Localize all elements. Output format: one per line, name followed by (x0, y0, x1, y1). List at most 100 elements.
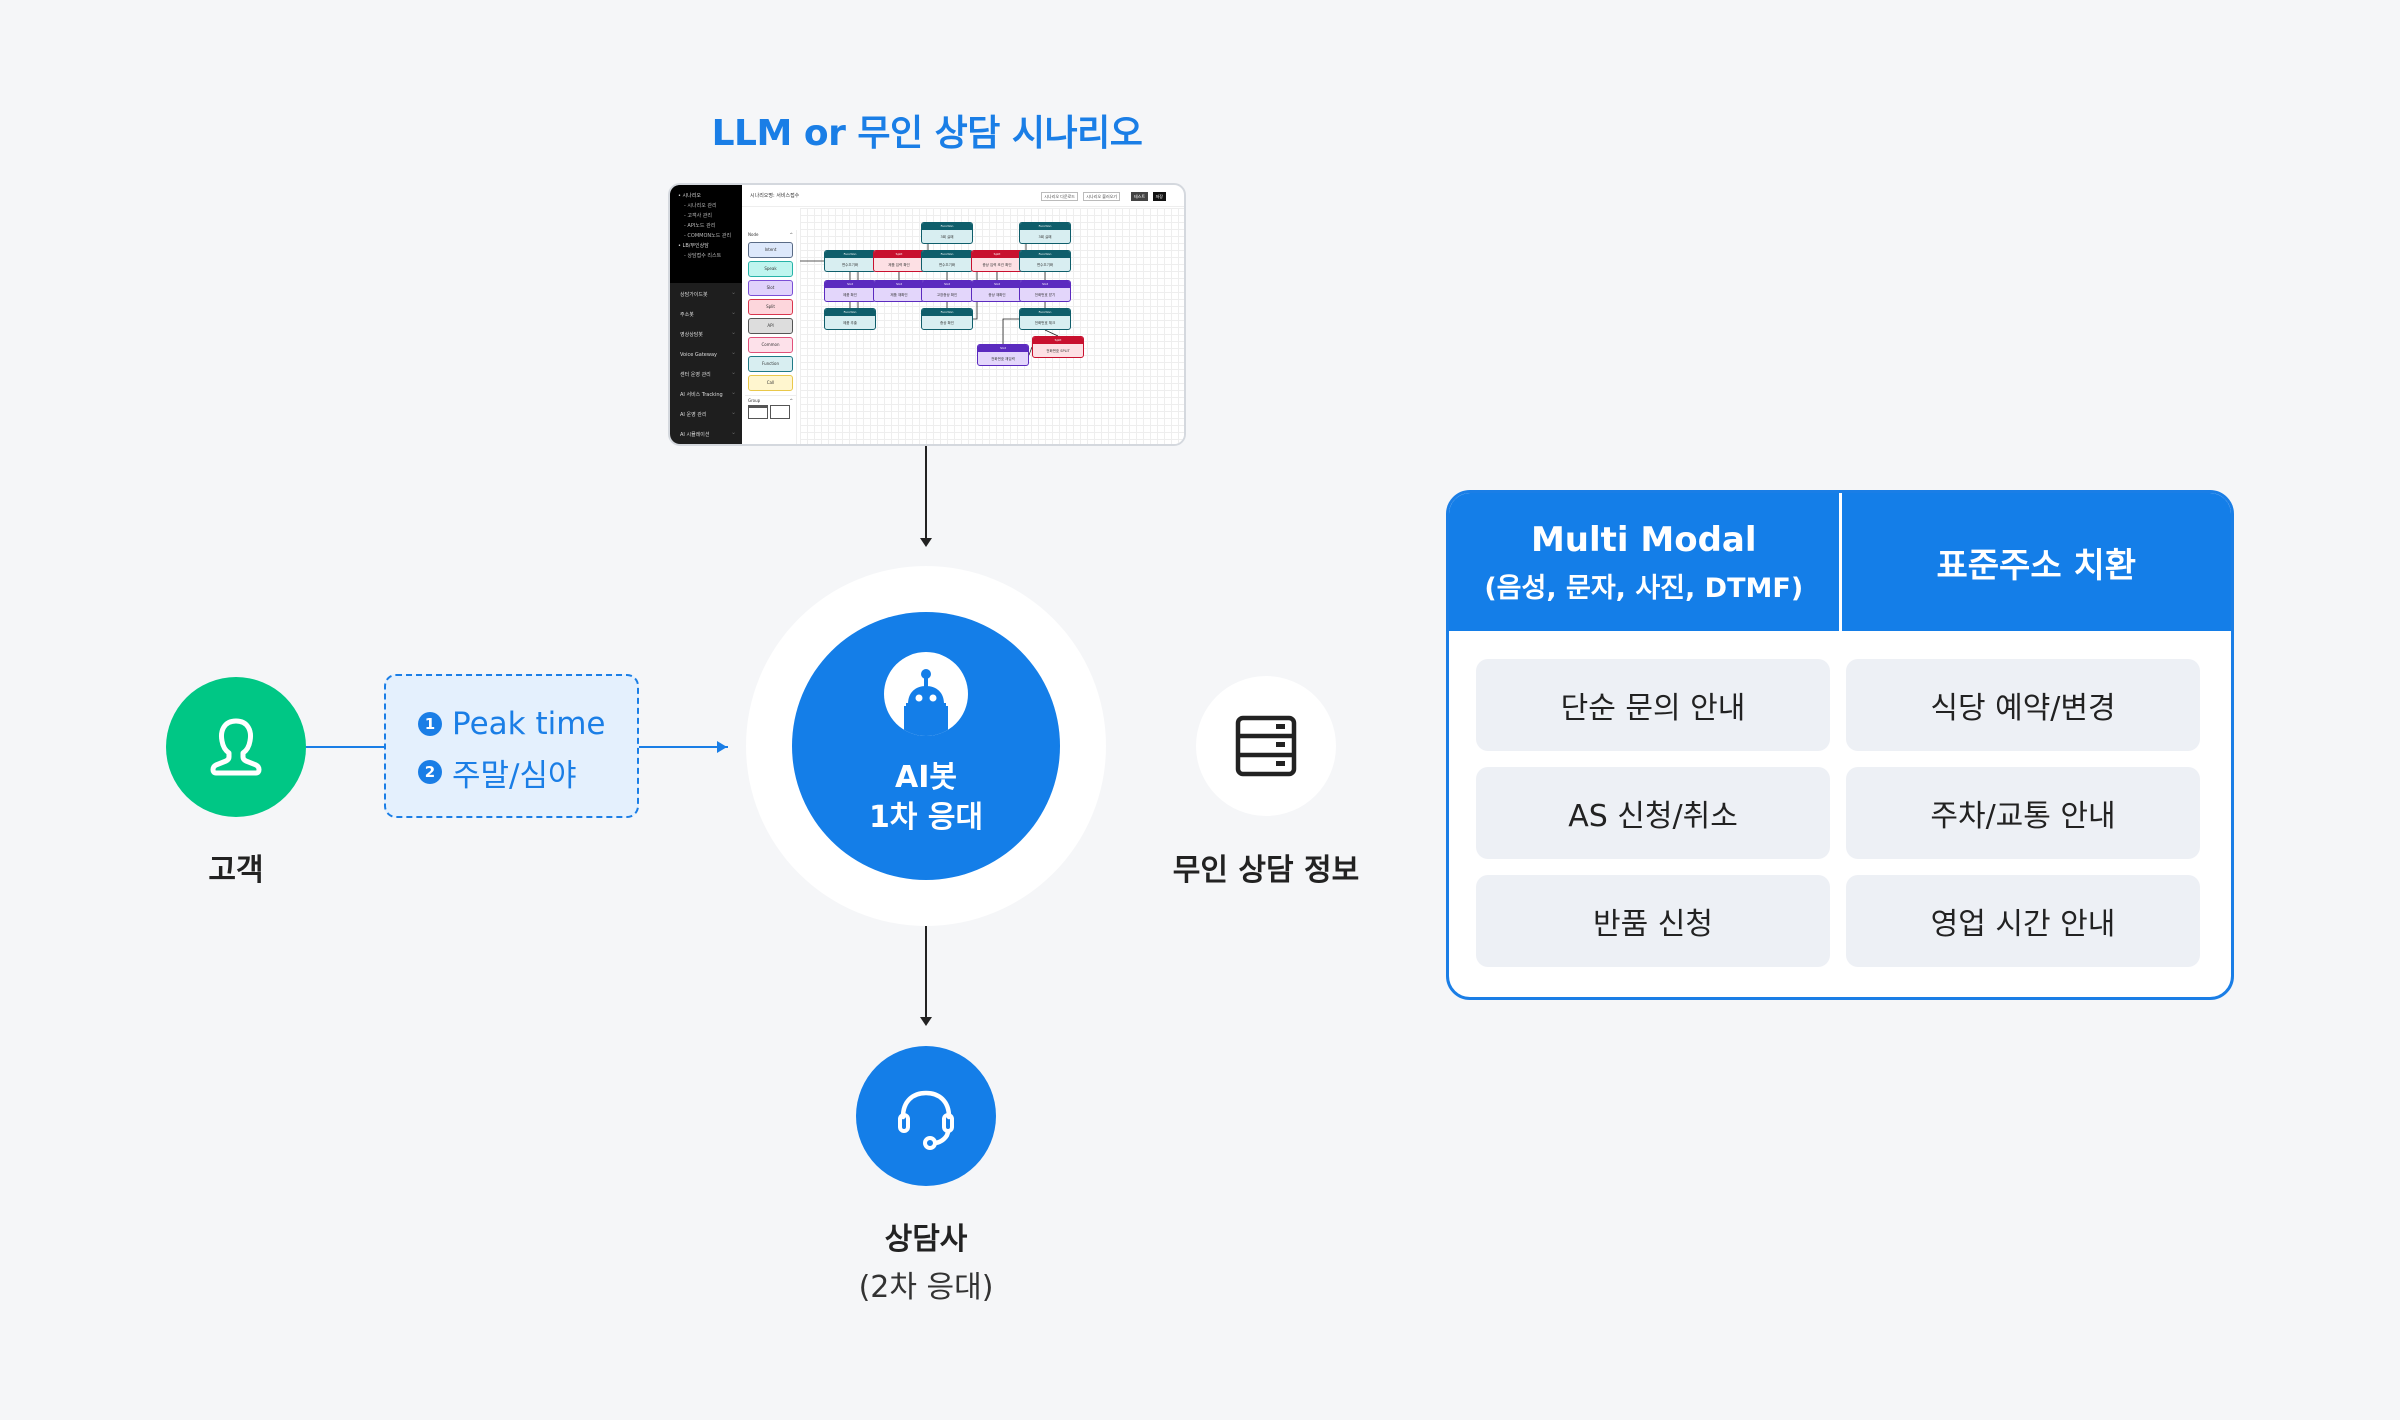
editor-sidebar-subitem: • 시나리오 (678, 193, 701, 199)
feature-item: 단순 문의 안내 (1476, 659, 1830, 751)
editor-title: 시나리오명: 서비스접수 (750, 193, 800, 199)
ai-bot-title: AI봇 (895, 760, 957, 795)
editor-sidebar-menu-item: AI 운영 관리 (670, 403, 742, 425)
palette-node: Function (748, 356, 793, 372)
editor-sidebar-subitem: • LB/무인상담 (678, 243, 709, 249)
flow-node-type: Slot (1020, 281, 1070, 288)
group-shapes (745, 405, 796, 419)
flow-node-label: 전화번호 체크 (1034, 321, 1056, 325)
flow-node-label: 3회 실패 (1038, 235, 1052, 239)
arrow-editor-to-ai-line (925, 446, 927, 542)
flow-node-type: Slot (922, 281, 972, 288)
flow-node-label: 제품 추출 (843, 321, 857, 325)
counselor-label: 상담사 (884, 1222, 968, 1257)
flow-node-label: 증상 재확인 (988, 293, 1006, 297)
ai-bot-node: AI봇 1차 응대 (792, 612, 1060, 880)
download-scenario-button: 시나리오 다운로드 (1041, 192, 1078, 201)
editor-sidebar-subitem: - API노드 관리 (684, 223, 716, 229)
editor-header: 시나리오명: 서비스접수 시나리오 다운로드 시나리오 불러오기 테스트 저장 (742, 185, 1184, 207)
info-node (1196, 676, 1336, 816)
editor-sidebar-menu: 상담가이드봇주소봇영상상담봇Voice Gateway센터 운영 관리AI 서비… (670, 283, 742, 444)
headset-icon (898, 1090, 954, 1150)
connector-customer-to-conditions (306, 746, 386, 748)
flow-edge (1002, 318, 1019, 344)
editor-sidebar-menu-item: AI 서비스 Tracking (670, 383, 742, 405)
customer-avatar (166, 677, 306, 817)
editor-sidebar-menu-item: AI 시뮬레이션 (670, 423, 742, 444)
editor-sidebar-submenu: • 시나리오- 시나리오 관리- 고객사 관리- API노드 관리- COMMO… (670, 185, 742, 283)
flow-node-func: Function 3회 실패 (1019, 222, 1071, 244)
scenario-editor-screenshot: • 시나리오- 시나리오 관리- 고객사 관리- API노드 관리- COMMO… (668, 183, 1186, 446)
flow-node-type: Split (874, 251, 924, 258)
user-icon (210, 718, 262, 776)
panel-header: Multi Modal (음성, 문자, 사진, DTMF) 표준주소 치환 (1449, 493, 2231, 631)
palette-node: Common (748, 337, 793, 353)
editor-sidebar-subitem: - COMMON노드 관리 (684, 233, 732, 239)
counselor-sublabel: (2차 응대) (858, 1270, 994, 1305)
ai-bot-subtitle: 1차 응대 (868, 800, 984, 835)
editor-sidebar: • 시나리오- 시나리오 관리- 고객사 관리- API노드 관리- COMMO… (670, 185, 742, 444)
counselor-avatar (856, 1046, 996, 1186)
robot-icon (884, 652, 968, 736)
feature-item: AS 신청/취소 (1476, 767, 1830, 859)
editor-sidebar-menu-item: Voice Gateway (670, 343, 742, 365)
flow-edge (1028, 346, 1033, 356)
flow-node-slot: Slot 전화번호 재입력 (977, 344, 1029, 366)
arrow-ai-to-counselor-line (925, 926, 927, 1022)
flow-node-label: 제품 확인 (843, 293, 857, 297)
flow-node-label: 전화번호 SPLIT (1046, 349, 1070, 353)
save-button: 저장 (1152, 192, 1166, 201)
palette-node: Intent (748, 242, 793, 258)
palette-node: Slot (748, 280, 793, 296)
condition-text: Peak time (452, 706, 606, 742)
flow-node-type: Function (825, 251, 875, 258)
connector-conditions-to-ai (639, 746, 728, 748)
scenario-title: LLM or 무인 상담 시나리오 (711, 113, 1143, 154)
info-label: 무인 상담 정보 (1172, 853, 1360, 888)
group-heading: Group^ (745, 395, 796, 405)
flow-node-label: 증상 입력 조건 확인 (982, 263, 1012, 267)
flow-node-label: 고장증상 확인 (936, 293, 958, 297)
flow-node-type: Slot (978, 345, 1028, 352)
features-panel: Multi Modal (음성, 문자, 사진, DTMF) 표준주소 치환 단… (1446, 490, 2234, 1000)
editor-sidebar-menu-item: 영상상담봇 (670, 323, 742, 345)
flow-node-type: Function (1020, 309, 1070, 316)
feature-item: 식당 예약/변경 (1846, 659, 2200, 751)
editor-sidebar-subitem: - 시나리오 관리 (684, 203, 717, 209)
flow-node-type: Function (922, 251, 972, 258)
flow-node-type: Slot (972, 281, 1022, 288)
flow-node-slot: Slot 고장증상 확인 (921, 280, 973, 302)
server-icon (1235, 715, 1297, 777)
palette-node: Speak (748, 261, 793, 277)
condition-text: 주말/심야 (452, 757, 577, 794)
panel-header-address: 표준주소 치환 (1838, 493, 2232, 631)
flow-edge (1044, 329, 1059, 337)
flow-node-label: 증상 확인 (940, 321, 954, 325)
palette-node: Split (748, 299, 793, 315)
condition-item: 1 Peak time (418, 700, 637, 748)
arrow-ai-to-counselor-head (920, 1017, 932, 1026)
panel-header-multimodal: Multi Modal (음성, 문자, 사진, DTMF) (1449, 493, 1839, 631)
flow-node-type: Function (922, 223, 972, 230)
flow-node-label: 제품 재확인 (890, 293, 908, 297)
flow-node-label: 변수초기화 (841, 263, 859, 267)
flow-node-label: 전화번호 재입력 (991, 357, 1015, 361)
multimodal-title: Multi Modal (1530, 519, 1757, 560)
editor-sidebar-subitem: - 상담접수 리스트 (684, 253, 722, 259)
flow-node-label: 변수초기화 (938, 263, 956, 267)
flow-node-type: Slot (825, 281, 875, 288)
load-scenario-button: 시나리오 불러오기 (1083, 192, 1120, 201)
palette-heading: Node^ (748, 232, 793, 237)
flow-node-type: Function (922, 309, 972, 316)
feature-item: 주차/교통 안내 (1846, 767, 2200, 859)
ai-bot-label: AI봇 1차 응대 (869, 758, 983, 838)
arrow-right-icon (717, 741, 727, 753)
flow-node-type: Function (1020, 223, 1070, 230)
